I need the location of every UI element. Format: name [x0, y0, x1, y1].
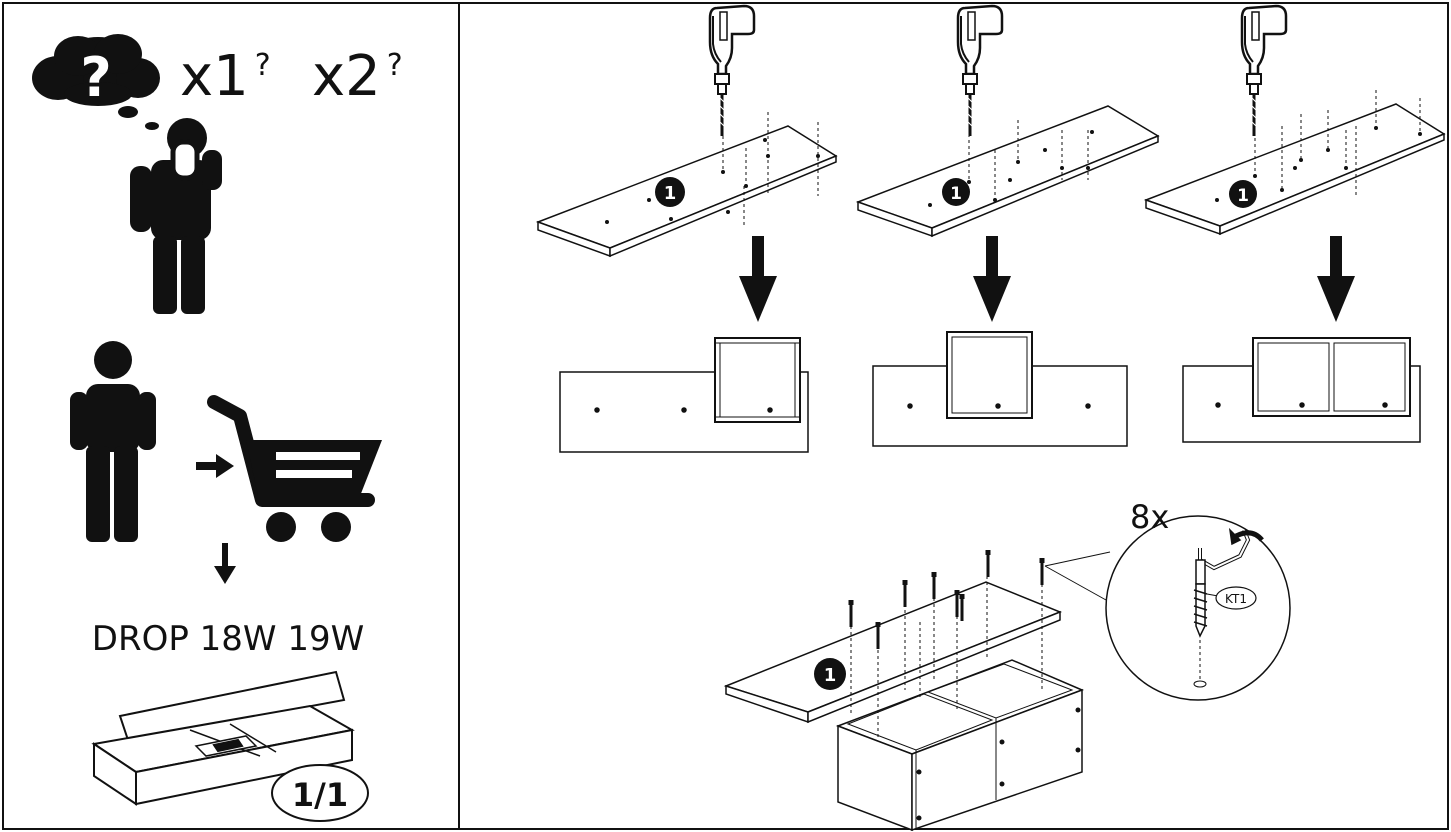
screw-icon: [848, 600, 854, 627]
step-single-unit: 1: [535, 4, 838, 453]
svg-text:1/1: 1/1: [292, 776, 348, 814]
screw-icon: [931, 572, 937, 599]
step-centered-unit: 1: [855, 4, 1160, 447]
svg-text:1: 1: [1237, 186, 1249, 206]
screw-icon: [1039, 558, 1045, 585]
svg-text:1: 1: [824, 665, 837, 686]
option-one-label: x1?: [180, 44, 271, 109]
cabinet-plan-single: [559, 337, 809, 453]
part-number-badge: [942, 178, 970, 206]
cabinet-plan-double: [1182, 337, 1421, 443]
cabinet-plan-centered: [872, 331, 1128, 447]
package-box-icon: [91, 670, 355, 806]
screw-icon: [902, 580, 908, 607]
down-arrow-icon: [973, 236, 1011, 322]
svg-text:1: 1: [664, 183, 677, 204]
svg-text:1: 1: [950, 184, 962, 204]
top-panel-board: 1: [855, 105, 1160, 238]
thought-cloud: ?: [32, 34, 160, 130]
screw-quantity: 8x: [1130, 498, 1169, 536]
screw-code: KT1: [1225, 592, 1247, 606]
model-numbers: DROP 18W 19W: [92, 619, 364, 659]
top-panel-board: 1: [1143, 90, 1446, 236]
thinking-person-icon: [130, 118, 222, 314]
arrow-right-icon: [196, 454, 234, 478]
package-count-badge: 1/1: [271, 764, 369, 822]
top-panel-board: 1: [723, 550, 1063, 740]
arrow-down-icon: [214, 543, 236, 584]
option-two-label: x2?: [312, 44, 403, 109]
screw-icon: [985, 550, 991, 577]
screw-detail-callout: 8x KT1: [1044, 498, 1291, 701]
down-arrow-icon: [1317, 236, 1355, 322]
down-arrow-icon: [739, 236, 777, 322]
screw-closeup-icon: [1193, 527, 1264, 638]
step-double-unit: 1: [1143, 4, 1446, 443]
part-number-badge: [655, 177, 685, 207]
part-number-badge: [814, 658, 846, 690]
top-panel-board: 1: [535, 112, 838, 258]
thought-question-mark: ?: [80, 46, 111, 109]
part-number-badge: [1229, 180, 1257, 208]
cabinet-body: [835, 659, 1085, 832]
shopping-cart-icon: [207, 395, 382, 542]
final-assembly: 1 8x KT1: [723, 498, 1291, 832]
shopper-person-icon: [70, 341, 156, 542]
